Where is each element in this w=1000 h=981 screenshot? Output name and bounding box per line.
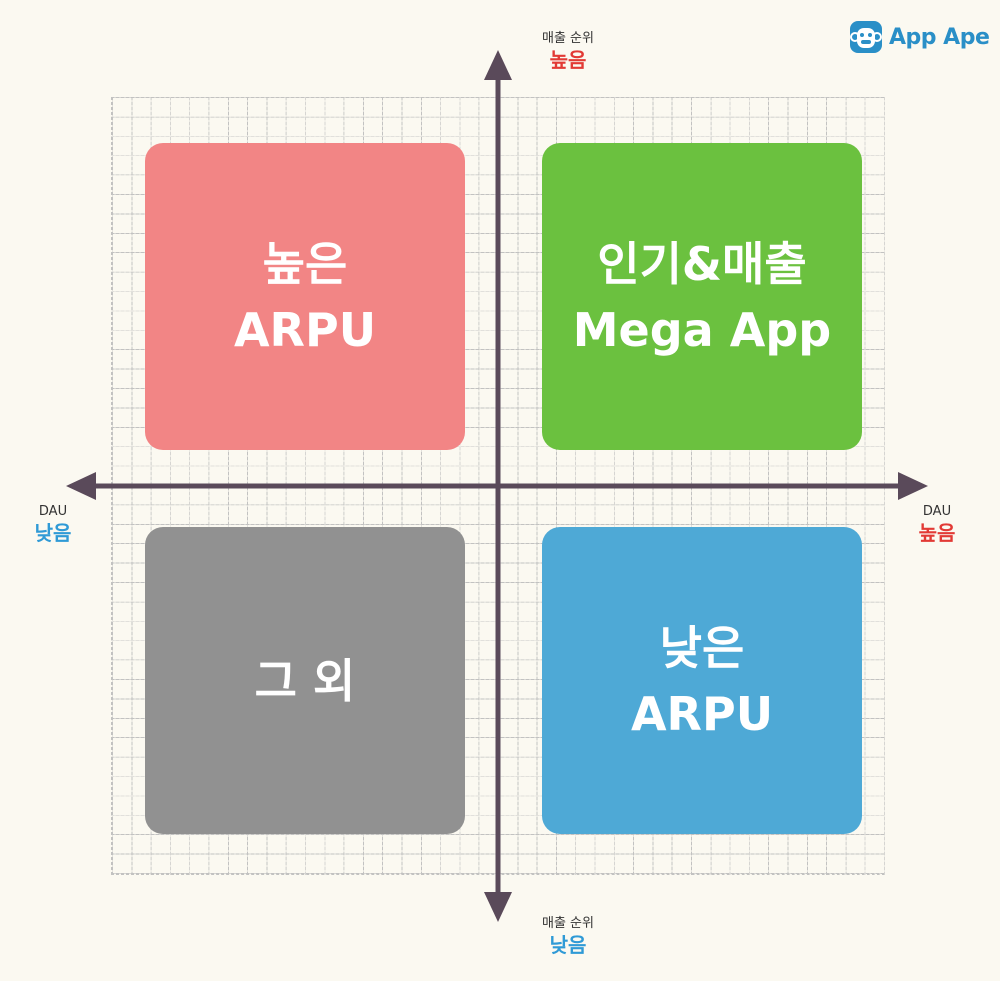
quadrant-high-arpu-line1: 높은 bbox=[262, 236, 348, 291]
quadrant-mega-app-line1: 인기&매출 bbox=[597, 236, 807, 291]
quadrant-low-arpu-line1: 낮은 bbox=[659, 620, 745, 675]
x-axis-right-level: 높음 bbox=[918, 521, 956, 545]
app-ape-logo-text: App Ape bbox=[889, 24, 990, 50]
x-axis-right-arrow-icon bbox=[898, 472, 928, 500]
y-axis-top-arrow-icon bbox=[484, 50, 512, 80]
y-axis-bottom-label: 매출 순위 낮음 bbox=[520, 915, 616, 957]
quadrant-low-arpu-line2: ARPU bbox=[630, 686, 774, 741]
y-axis-bottom-arrow-icon bbox=[484, 892, 512, 922]
quadrant-mega-app-line2: Mega App bbox=[572, 302, 832, 357]
quadrant-others-line1: 그 외 bbox=[254, 653, 356, 708]
x-axis-right-label: DAU 높음 bbox=[912, 503, 962, 545]
x-axis-right-name: DAU bbox=[922, 504, 952, 519]
y-axis-top-name: 매출 순위 bbox=[542, 31, 594, 46]
x-axis-left-arrow-icon bbox=[66, 472, 96, 500]
y-axis-top-level: 높음 bbox=[549, 48, 587, 72]
y-axis-bottom-level: 낮음 bbox=[549, 933, 587, 957]
app-ape-monkey-icon bbox=[850, 21, 882, 53]
quadrant-mega-app: 인기&매출 Mega App bbox=[542, 143, 862, 450]
y-axis-top-label: 매출 순위 높음 bbox=[520, 30, 616, 72]
app-ape-logo: App Ape bbox=[849, 19, 990, 55]
quadrant-others: 그 외 bbox=[145, 527, 465, 834]
quadrant-high-arpu-line2: ARPU bbox=[233, 302, 377, 357]
x-axis-left-name: DAU bbox=[38, 504, 68, 519]
x-axis-left-label: DAU 낮음 bbox=[28, 503, 78, 545]
quadrant-low-arpu: 낮은 ARPU bbox=[542, 527, 862, 834]
quadrant-high-arpu: 높은 ARPU bbox=[145, 143, 465, 450]
x-axis-left-level: 낮음 bbox=[34, 521, 72, 545]
y-axis-bottom-name: 매출 순위 bbox=[542, 916, 594, 931]
